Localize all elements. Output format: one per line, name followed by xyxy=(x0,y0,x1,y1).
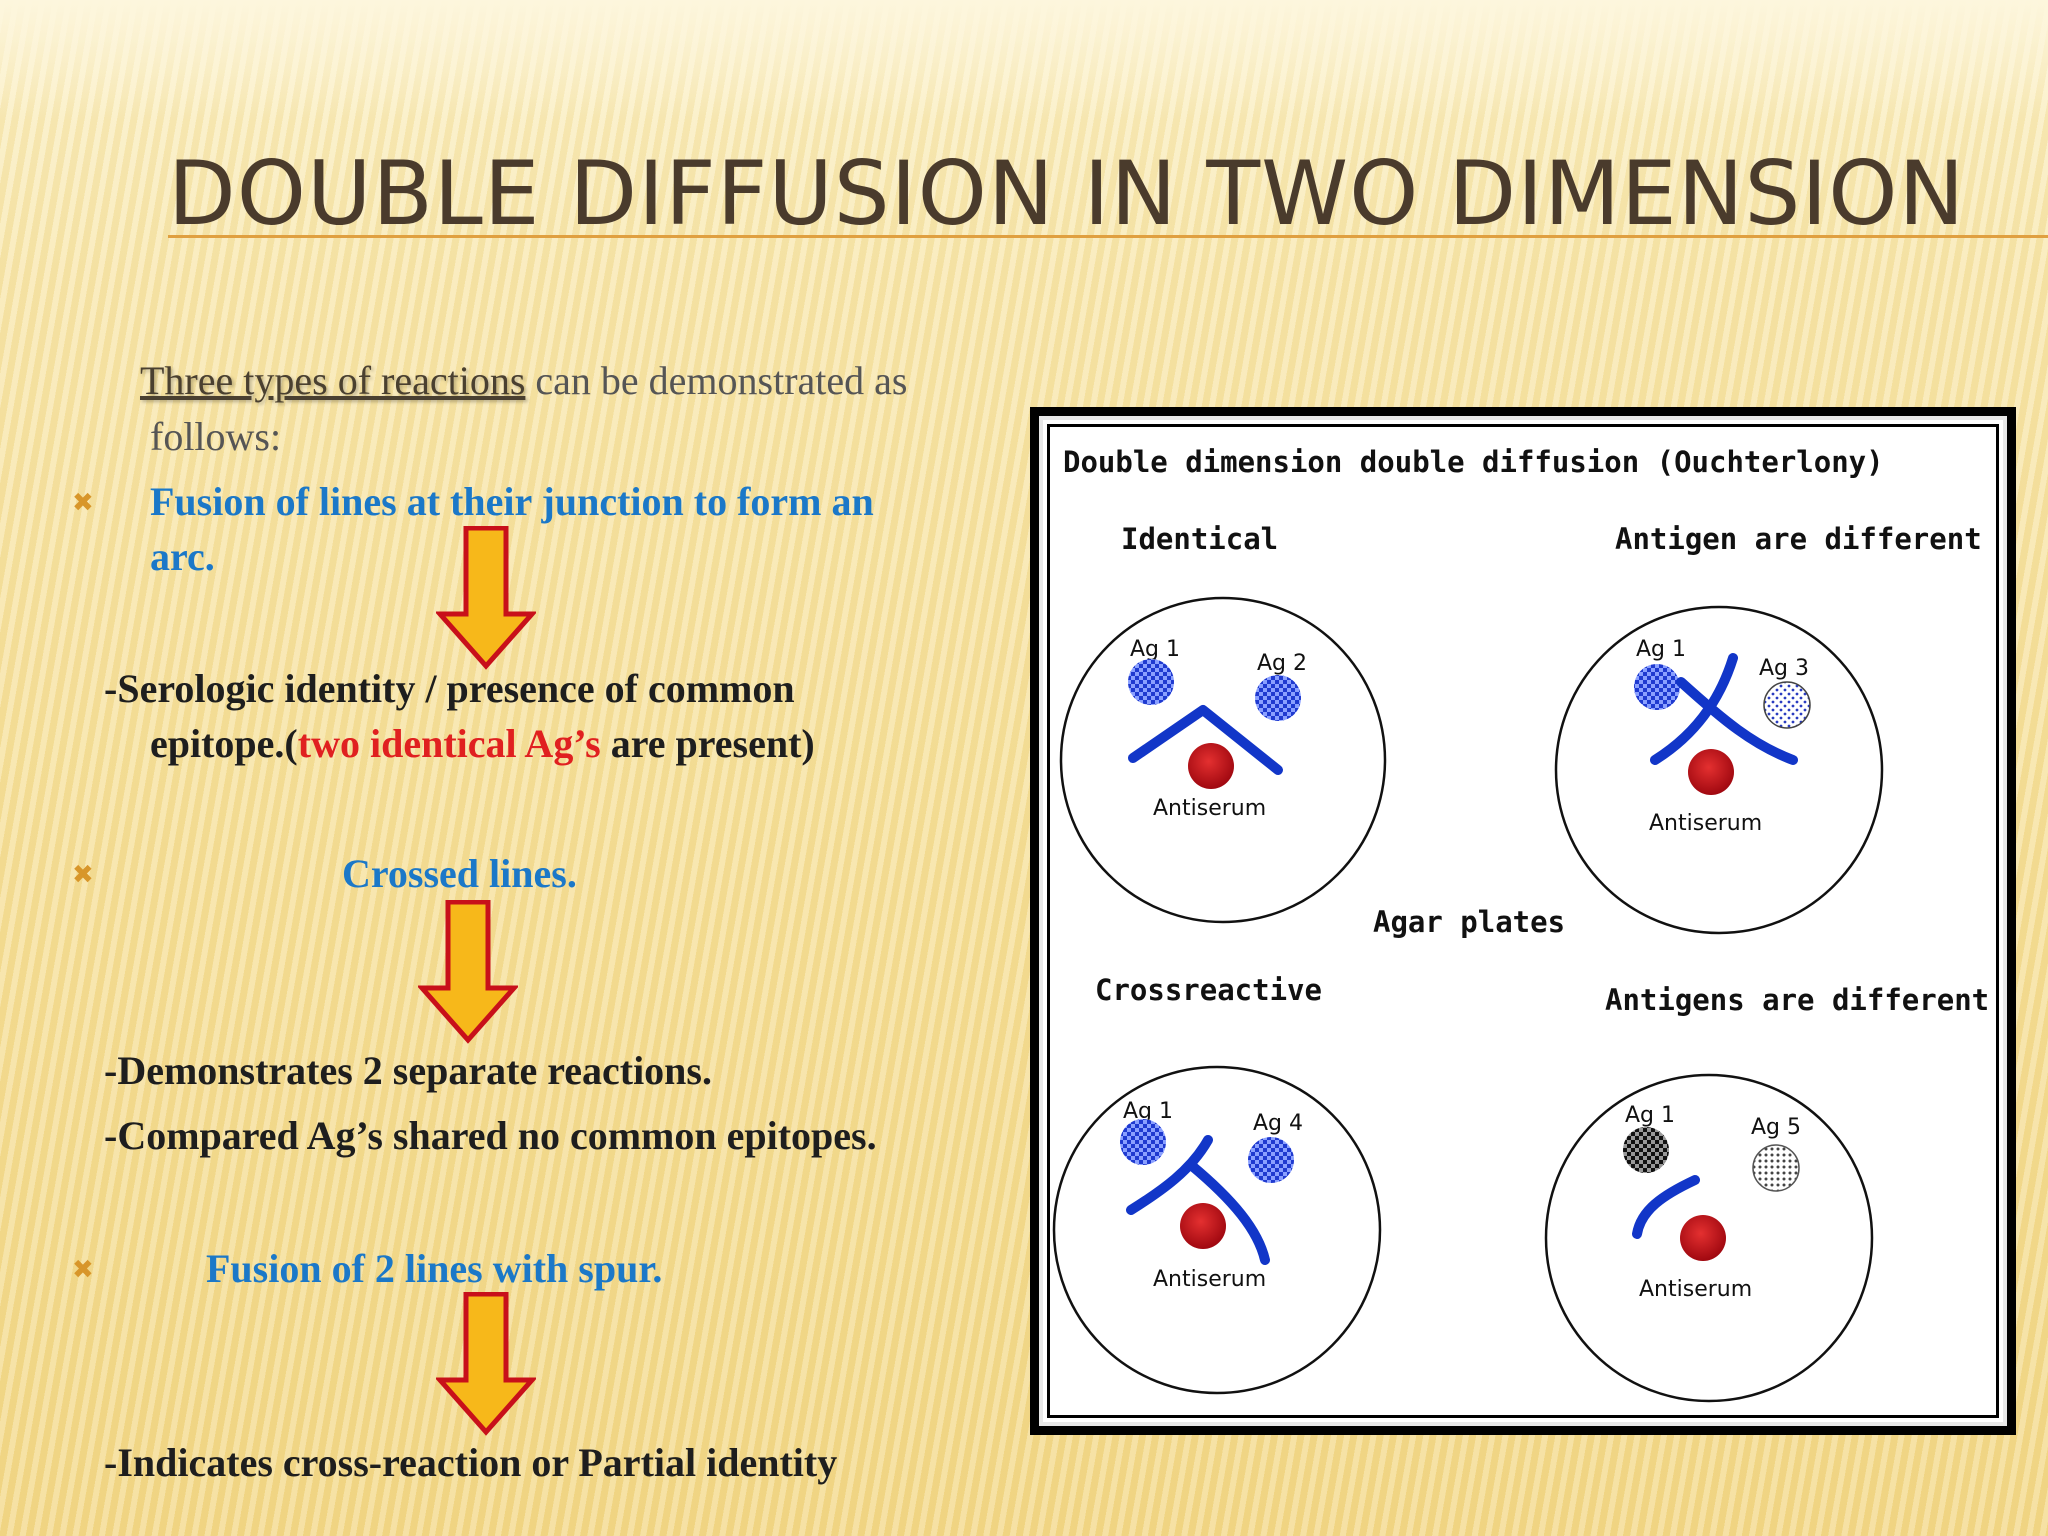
plate-3-label: Crossreactive xyxy=(1095,973,1322,1007)
intro-text: Three types of reactions can be demonstr… xyxy=(140,354,1020,408)
plate-4-label: Antigens are different xyxy=(1605,983,1989,1017)
plate-3-antigen-well-1 xyxy=(1120,1119,1166,1165)
reaction-2-result-line2: -Compared Ag’s shared no common epitopes… xyxy=(104,1113,877,1158)
intro-rest: can be demonstrated as xyxy=(525,358,908,403)
slide-title: DOUBLE DIFFUSION IN TWO DIMENSION xyxy=(168,142,1966,245)
plate-4-antigen-well-1 xyxy=(1623,1127,1669,1173)
intro-underlined: Three types of reactions xyxy=(140,358,526,403)
plate-4-antigen-well-2 xyxy=(1752,1144,1800,1192)
plate-1-antigen-well-1 xyxy=(1128,659,1174,705)
plate-4-antiserum-label: Antiserum xyxy=(1639,1277,1752,1302)
plate-4-well-2-label: Ag 5 xyxy=(1751,1115,1801,1140)
reaction-1-heading-line2: arc. xyxy=(150,534,215,579)
bullet-x-icon: ✖ xyxy=(72,488,94,518)
reaction-1-heading-line1: Fusion of lines at their junction to for… xyxy=(150,479,874,524)
plate-3-precipitin-line xyxy=(1126,1135,1213,1215)
plate-2-antigen-well-1 xyxy=(1634,664,1680,710)
plate-4-antiserum-well xyxy=(1680,1215,1726,1261)
down-arrow-icon xyxy=(418,900,518,1044)
plate-4-precipitin-line xyxy=(1632,1175,1700,1239)
down-arrow-icon xyxy=(436,526,536,670)
header-wash xyxy=(0,0,2048,120)
plate-1-antigen-well-2 xyxy=(1255,675,1301,721)
plate-4-well-1-label: Ag 1 xyxy=(1625,1103,1675,1128)
figure-panel: Double dimension double diffusion (Oucht… xyxy=(1039,416,2007,1426)
result-suffix: are present) xyxy=(600,721,815,766)
plate-2-well-1-label: Ag 1 xyxy=(1636,637,1686,662)
plate-1-well-2-label: Ag 2 xyxy=(1257,651,1307,676)
reaction-1-result-line1: -Serologic identity / presence of common xyxy=(104,666,795,711)
figure-diagram: Double dimension double diffusion (Oucht… xyxy=(1052,445,1989,1403)
plate-2-antiserum-label: Antiserum xyxy=(1649,811,1762,836)
result-highlight: two identical Ag’s xyxy=(297,721,601,766)
plate-3-antiserum-label: Antiserum xyxy=(1153,1267,1266,1292)
reaction-2-heading: Crossed lines. xyxy=(342,851,577,896)
plate-3-precipitin-spur xyxy=(1186,1160,1270,1265)
plate-3-antiserum-well xyxy=(1180,1203,1226,1249)
reaction-3-result-line1: -Indicates cross-reaction or Partial ide… xyxy=(104,1440,838,1485)
figure-title: Double dimension double diffusion (Oucht… xyxy=(1063,445,1884,479)
plate-3-antigen-well-2 xyxy=(1248,1137,1294,1183)
plate-1-precipitin-arc xyxy=(1128,705,1283,775)
title-underline xyxy=(168,235,2048,238)
plate-2-antiserum-well xyxy=(1688,749,1734,795)
agar-plates-label: Agar plates xyxy=(1373,905,1565,939)
plate-2-antigen-well-2 xyxy=(1763,681,1811,729)
reaction-1-result-line2: epitope.(two identical Ag’s are present) xyxy=(150,717,815,771)
ouchterlony-figure: Double dimension double diffusion (Oucht… xyxy=(1030,407,2016,1435)
reaction-3-heading: Fusion of 2 lines with spur. xyxy=(206,1246,663,1291)
plate-2-precipitin-line-b xyxy=(1676,677,1798,765)
plate-2-label: Antigen are different xyxy=(1615,522,1982,556)
plate-1-antiserum-well xyxy=(1188,743,1234,789)
plate-3-well-2-label: Ag 4 xyxy=(1253,1111,1303,1136)
bullet-x-icon: ✖ xyxy=(72,860,94,890)
plate-1-label: Identical xyxy=(1121,522,1278,556)
down-arrow-icon xyxy=(436,1292,536,1436)
plate-1-well-1-label: Ag 1 xyxy=(1130,637,1180,662)
bullet-x-icon: ✖ xyxy=(72,1255,94,1285)
intro-line-2: follows: xyxy=(150,414,282,459)
result-prefix: epitope.( xyxy=(150,721,298,766)
reaction-2-result-line1: -Demonstrates 2 separate reactions. xyxy=(104,1048,712,1093)
plate-2-well-2-label: Ag 3 xyxy=(1759,656,1809,681)
plate-1-antiserum-label: Antiserum xyxy=(1153,796,1266,821)
